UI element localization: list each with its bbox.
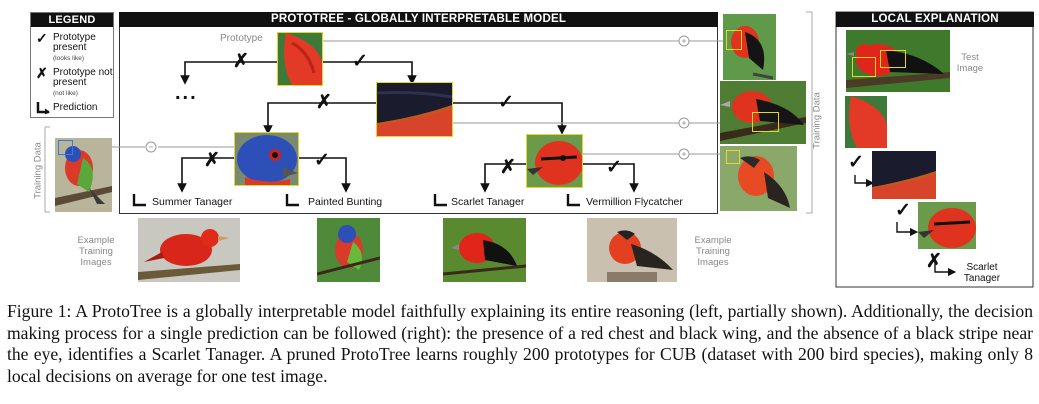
leaf-summer-tanager: Summer Tanager: [152, 196, 233, 208]
cross-icon: ✗: [233, 51, 249, 72]
leaf-vermillion-flycatcher: Vermillion Flycatcher: [586, 196, 683, 208]
test-highlight-box: [852, 57, 876, 77]
example-training-label-right: Example Training Images: [694, 235, 732, 268]
example-image-scarlet-tanager: [443, 218, 526, 282]
prediction-icon: [36, 102, 50, 114]
leaf-scarlet-tanager: Scarlet Tanager: [451, 196, 525, 208]
training-image-vermillion-flycatcher: [720, 146, 797, 211]
local-prediction-label: Scarlet Tanager: [963, 262, 1001, 284]
check-icon: ✓: [606, 157, 622, 178]
legend-absent-sub: (not like): [53, 90, 78, 97]
leaf-prediction-icons: [132, 194, 580, 207]
cross-icon: ✗: [926, 251, 942, 272]
cross-icon: ✗: [500, 157, 516, 178]
example-image-vermillion-flycatcher: [587, 218, 677, 282]
legend-title: LEGEND: [31, 13, 113, 27]
training-highlight-box: [752, 112, 779, 132]
local-prototype-eye-stripe: [918, 202, 976, 249]
check-icon: ✓: [36, 30, 48, 46]
training-highlight-box: [726, 150, 740, 164]
legend-present-sub: (looks like): [53, 55, 85, 62]
check-icon: ✓: [498, 92, 514, 113]
legend-box: LEGEND ✓ Prototype present (looks like) …: [30, 12, 114, 118]
cross-icon: ✗: [204, 150, 220, 171]
local-title: LOCAL EXPLANATION: [836, 12, 1034, 27]
training-image-painted-bunting: [55, 138, 112, 212]
prototype-eye-stripe-image: [526, 134, 583, 188]
ellipsis: ...: [175, 82, 198, 104]
legend-present-label: Prototype present: [53, 32, 96, 53]
tree-title: PROTOTREE - GLOBALLY INTERPRETABLE MODEL: [119, 12, 718, 27]
figure-caption: Figure 1: A ProtoTree is a globally inte…: [7, 301, 1033, 386]
legend-prediction-label: Prediction: [53, 102, 98, 113]
check-icon: ✓: [352, 51, 368, 72]
prototype-red-chest-image: [277, 32, 323, 86]
local-prototype-black-wing: [872, 151, 936, 199]
check-icon: ✓: [848, 152, 864, 173]
check-icon: ✓: [314, 150, 330, 171]
training-data-label-left: Training Data: [32, 142, 44, 199]
training-highlight-box: [726, 30, 742, 50]
example-training-label-left: Example Training Images: [77, 235, 115, 268]
example-image-painted-bunting: [317, 218, 380, 282]
check-icon: ✓: [895, 200, 911, 221]
test-image-scarlet-tanager: [846, 30, 950, 92]
training-data-label-right: Training Data: [811, 92, 823, 149]
training-image-scarlet-tanager-1: [723, 14, 776, 80]
training-highlight-box: [58, 140, 73, 155]
prototype-label: Prototype: [220, 33, 263, 44]
local-prototype-red-chest: [845, 96, 887, 148]
cross-icon: ✗: [36, 65, 48, 81]
example-image-summer-tanager: [138, 218, 240, 282]
leaf-painted-bunting: Painted Bunting: [308, 196, 383, 208]
cross-icon: ✗: [316, 92, 332, 113]
prototype-black-wing-image: [376, 82, 453, 137]
test-image-label: Test Image: [956, 52, 984, 74]
legend-absent-label: Prototype not present: [53, 67, 113, 88]
prototype-blue-head-image: [234, 132, 299, 186]
test-highlight-box: [880, 50, 906, 68]
